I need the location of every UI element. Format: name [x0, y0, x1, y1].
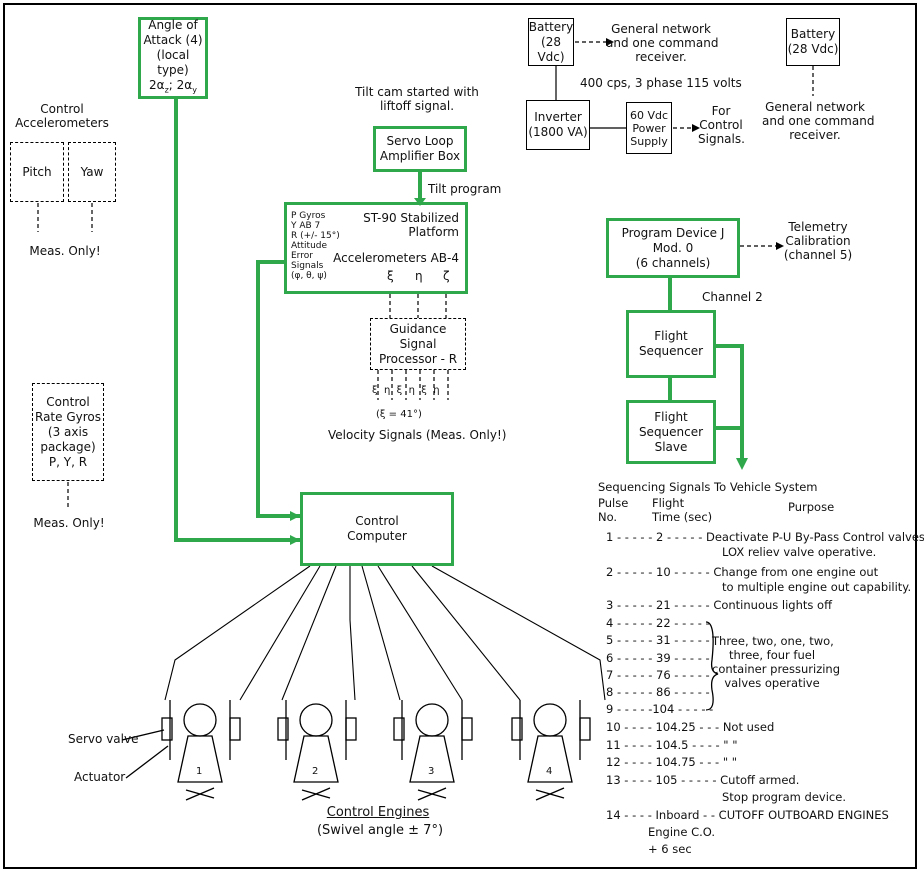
- meas-only-label: Meas. Only!: [29, 244, 101, 258]
- swivel-angle-label: (Swivel angle ± 7°): [316, 823, 444, 838]
- sequence-row: 6 - - - - - 39 - - - - -: [606, 651, 710, 665]
- sequence-row: 14 - - - - Inboard - - CUTOFF OUTBOARD E…: [606, 808, 889, 822]
- stabilized-platform-box: P Gyros Y AB 7 R (+/- 15°) Attitude Erro…: [284, 202, 468, 294]
- control-engines-label: Control Engines: [326, 805, 430, 820]
- sequence-row: 7 - - - - - 76 - - - - -: [606, 668, 710, 682]
- sequence-row: 4 - - - - - 22 - - - - -: [606, 616, 710, 630]
- servo-loop-box: Servo Loop Amplifier Box: [373, 126, 467, 172]
- angle-of-attack-wire: [174, 98, 300, 542]
- rate-gyros-box: Control Rate Gyros (3 axis package) P, Y…: [32, 383, 104, 481]
- engine-number: 3: [428, 766, 435, 777]
- sequence-row: 1 - - - - - 2 - - - - - Deactivate P-U B…: [606, 530, 924, 544]
- sequence-row: 5 - - - - - 31 - - - - -: [606, 633, 710, 647]
- axis-xi: ξ: [387, 269, 394, 283]
- group-purpose-note: Three, two, one, two, three, four fuel c…: [712, 634, 841, 690]
- platform-title: ST-90 Stabilized Platform: [363, 211, 459, 239]
- tilt-program-label: Tilt program: [428, 182, 502, 196]
- sequence-row: Engine C.O.: [648, 825, 715, 839]
- guidance-output-symbols: ξ η ξ η ξ η: [372, 385, 440, 396]
- sequence-row: 9 - - - - -104 - - - - -: [606, 702, 714, 716]
- sequence-row: LOX reliev valve operative.: [722, 545, 877, 559]
- control-computer-box: Control Computer: [300, 492, 454, 566]
- power-supply-box: 60 Vdc Power Supply: [626, 102, 672, 154]
- tilt-cam-note: Tilt cam started with liftoff signal.: [355, 85, 479, 113]
- flight-sequencer-box: Flight Sequencer: [626, 310, 716, 378]
- guidance-processor-box: Guidance Signal Processor - R: [370, 318, 466, 370]
- sequence-row: 10 - - - - 104.25 - - - Not used: [606, 720, 775, 734]
- col-pulse-header: Pulse No.: [598, 496, 629, 524]
- telemetry-note: Telemetry Calibration (channel 5): [783, 220, 853, 262]
- axis-eta: η: [415, 269, 423, 283]
- sequence-row: to multiple engine out capability.: [722, 580, 912, 594]
- col-purpose-header: Purpose: [788, 500, 835, 514]
- sequence-row: 11 - - - - 104.5 - - - - " ": [606, 738, 738, 752]
- gyros-list: P Gyros Y AB 7 R (+/- 15°) Attitude Erro…: [291, 211, 340, 281]
- general-network-note: General network and one command receiver…: [762, 100, 875, 142]
- axis-zeta: ζ: [443, 269, 450, 283]
- velocity-signals-label: Velocity Signals (Meas. Only!): [328, 428, 507, 442]
- sequence-row: Stop program device.: [722, 790, 846, 804]
- xi-note: (ξ = 41°): [376, 409, 422, 420]
- engine-number: 1: [196, 766, 203, 777]
- flight-sequencer-slave-box: Flight Sequencer Slave: [626, 400, 716, 464]
- pitch-accelerometer-box: Pitch: [10, 142, 64, 202]
- angle-of-attack-box: Angle of Attack (4) (local type) 2αz; 2α…: [138, 17, 208, 99]
- power-spec-label: 400 cps, 3 phase 115 volts: [580, 76, 742, 90]
- col-flight-header: Flight Time (sec): [652, 496, 713, 524]
- battery-box: Battery (28 Vdc): [528, 18, 574, 66]
- sequence-row: 13 - - - - 105 - - - - - Cutoff armed.: [606, 773, 800, 787]
- platform-to-computer-wire: [256, 260, 300, 518]
- program-device-box: Program Device J Mod. 0 (6 channels): [606, 218, 740, 278]
- accelerometers-label: Accelerometers AB-4: [333, 251, 459, 265]
- battery-box: Battery (28 Vdc): [786, 18, 840, 66]
- sequencing-title: Sequencing Signals To Vehicle System: [598, 480, 818, 494]
- inverter-box: Inverter (1800 VA): [526, 100, 590, 150]
- sequencer-output-wire: [716, 344, 744, 460]
- general-network-note: General network and one command receiver…: [606, 22, 719, 64]
- engine-drawings: [121, 621, 719, 801]
- for-control-signals-label: For Control Signals.: [698, 104, 745, 146]
- engine-number: 2: [312, 766, 319, 777]
- sequence-row: 3 - - - - - 21 - - - - - Continuous ligh…: [606, 598, 833, 612]
- sequence-row: 12 - - - - 104.75 - - - " ": [606, 755, 738, 769]
- sequence-row: 8 - - - - - 86 - - - - -: [606, 685, 710, 699]
- servo-valve-label: Servo valve: [68, 732, 139, 746]
- sequence-row: + 6 sec: [648, 842, 692, 856]
- control-accelerometers-label: Control Accelerometers: [15, 102, 109, 130]
- engine-number: 4: [546, 766, 553, 777]
- meas-only-label: Meas. Only!: [33, 516, 105, 530]
- actuator-label: Actuator: [74, 770, 126, 784]
- sequence-row: 2 - - - - - 10 - - - - - Change from one…: [606, 565, 879, 579]
- diagram-frame: [3, 3, 917, 869]
- channel-2-label: Channel 2: [702, 290, 763, 304]
- yaw-accelerometer-box: Yaw: [68, 142, 116, 202]
